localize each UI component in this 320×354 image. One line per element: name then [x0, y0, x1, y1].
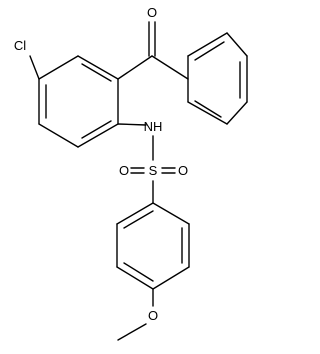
phenyl-ring [187, 32, 248, 125]
ring-carbonyl-bond [117, 55, 153, 80]
oxygen-methyl-bond [117, 323, 147, 341]
sulfonyl-oxygen-left-label: O [119, 163, 129, 178]
ether-oxygen-label: O [148, 308, 158, 323]
chlorine-atom-label: Cl [14, 38, 26, 53]
molecule-drawing: Cl O NH S O O [14, 5, 248, 341]
carbonyl-phenyl-bond [151, 55, 189, 80]
methoxyphenyl-ring [116, 202, 190, 290]
amine-label: NH [144, 119, 163, 134]
ring-nitrogen-bond [117, 123, 147, 126]
carbonyl-oxygen-label: O [147, 5, 157, 20]
chlorophenyl-ring [38, 55, 119, 148]
structure-diagram: Cl O NH S O O [14, 5, 248, 341]
sulfonyl-oxygen-right-label: O [178, 163, 188, 178]
sulfur-label: S [149, 163, 158, 178]
c-cl-bond [29, 55, 40, 80]
